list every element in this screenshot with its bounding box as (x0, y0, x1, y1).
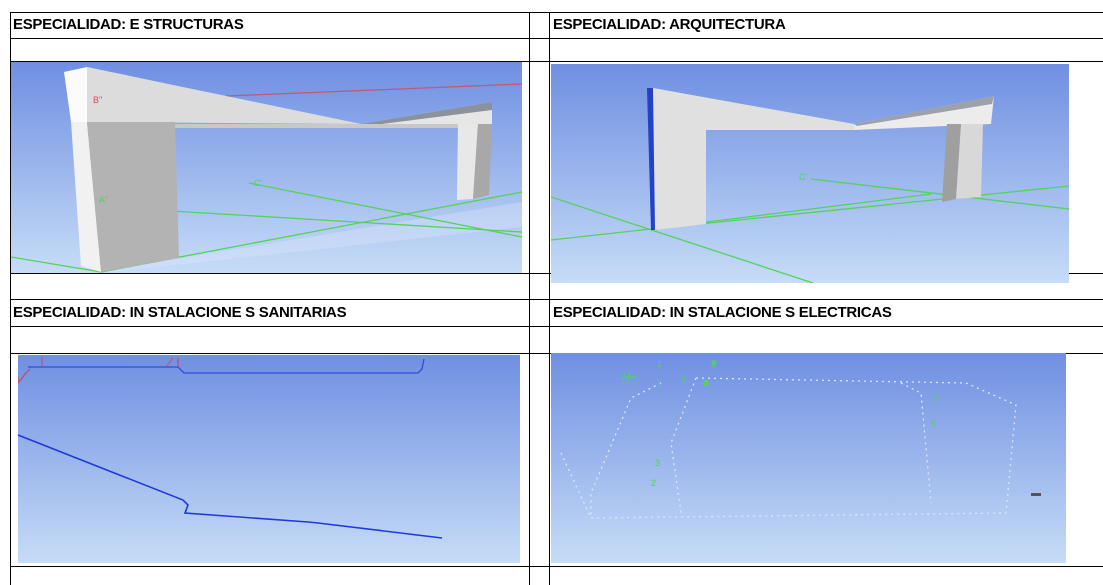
table-row-line (10, 38, 1103, 39)
label-3: 3 (681, 373, 686, 383)
viewport-estructuras[interactable]: B'' C' A'' (11, 62, 522, 273)
table-border-middle-right (549, 12, 550, 585)
viewport-arquitectura[interactable]: C' (551, 64, 1069, 283)
table-border-left (10, 12, 11, 585)
label-5b: 5 (931, 419, 936, 429)
viewport-electricas[interactable]: 1 2 1 3 B 5 5 3 2 (551, 353, 1066, 563)
model-electricas: 1 2 1 3 B 5 5 3 2 (551, 353, 1066, 563)
panel-header-estructuras: ESPECIALIDAD: E STRUCTURAS (13, 16, 244, 33)
table-row-line (10, 61, 1103, 62)
label-2b: 2 (651, 478, 656, 488)
panel-header-sanitarias: ESPECIALIDAD: IN STALACIONE S SANITARIAS (13, 304, 347, 321)
label-1b: 1 (657, 379, 662, 389)
label-b: B'' (93, 95, 103, 105)
label-c: C' (799, 172, 807, 182)
label-3b: 3 (655, 458, 660, 468)
panel-header-electricas: ESPECIALIDAD: IN STALACIONE S ELECTRICAS (553, 304, 892, 321)
model-estructuras: B'' C' A'' (11, 62, 522, 273)
viewport-sanitarias[interactable] (18, 355, 520, 563)
label-c: C' (254, 178, 262, 188)
table-row-line (10, 326, 1103, 327)
table-row-line (10, 566, 1103, 567)
label-a: A'' (99, 195, 109, 205)
label-5a: 5 (934, 393, 939, 403)
label-2: 2 (621, 372, 626, 382)
model-arquitectura: C' (551, 64, 1069, 283)
table-border-middle-left (529, 12, 530, 585)
table-row-line (10, 299, 1103, 300)
label-1: 1 (657, 359, 662, 369)
label-b: B (711, 359, 717, 369)
model-sanitarias (18, 355, 520, 563)
panel-header-arquitectura: ESPECIALIDAD: ARQUITECTURA (553, 16, 786, 33)
table-border-top (10, 12, 1103, 13)
